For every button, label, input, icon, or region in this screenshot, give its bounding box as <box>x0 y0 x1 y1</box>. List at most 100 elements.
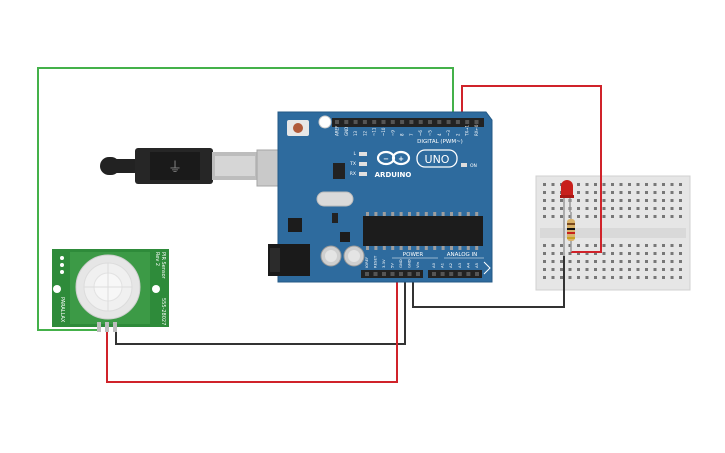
breadboard-hole[interactable] <box>577 215 580 218</box>
breadboard-hole[interactable] <box>577 199 580 202</box>
digital-pin[interactable] <box>353 120 358 124</box>
breadboard-hole[interactable] <box>568 276 572 279</box>
digital-pin[interactable] <box>428 120 432 124</box>
breadboard-hole[interactable] <box>551 207 555 210</box>
breadboard-hole[interactable] <box>628 252 631 255</box>
breadboard-hole[interactable] <box>543 268 546 271</box>
breadboard-hole[interactable] <box>670 207 674 210</box>
breadboard-hole[interactable] <box>645 215 648 218</box>
breadboard-hole[interactable] <box>543 276 546 279</box>
breadboard-hole[interactable] <box>653 260 657 263</box>
analog-pin[interactable] <box>466 272 471 276</box>
power-pin[interactable] <box>373 272 378 276</box>
breadboard-hole[interactable] <box>645 268 648 271</box>
breadboard-hole[interactable] <box>577 276 580 279</box>
breadboard-hole[interactable] <box>585 207 589 210</box>
breadboard-hole[interactable] <box>560 252 563 255</box>
breadboard-hole[interactable] <box>636 260 640 263</box>
breadboard-hole[interactable] <box>611 244 614 247</box>
breadboard-hole[interactable] <box>619 276 623 279</box>
power-pin[interactable] <box>399 272 403 276</box>
breadboard-hole[interactable] <box>636 183 640 186</box>
breadboard-hole[interactable] <box>551 268 555 271</box>
breadboard-hole[interactable] <box>602 244 606 247</box>
breadboard-hole[interactable] <box>679 183 682 186</box>
breadboard-hole[interactable] <box>585 199 589 202</box>
breadboard-hole[interactable] <box>628 260 631 263</box>
breadboard-hole[interactable] <box>619 260 623 263</box>
breadboard-hole[interactable] <box>628 215 631 218</box>
breadboard-hole[interactable] <box>662 191 665 194</box>
breadboard-hole[interactable] <box>679 244 682 247</box>
breadboard-hole[interactable] <box>543 183 546 186</box>
breadboard-hole[interactable] <box>602 276 606 279</box>
breadboard-hole[interactable] <box>679 268 682 271</box>
breadboard-hole[interactable] <box>551 183 555 186</box>
breadboard-hole[interactable] <box>628 276 631 279</box>
breadboard-hole[interactable] <box>543 191 546 194</box>
breadboard-hole[interactable] <box>619 207 623 210</box>
breadboard-hole[interactable] <box>636 244 640 247</box>
breadboard-hole[interactable] <box>551 252 555 255</box>
breadboard-hole[interactable] <box>611 199 614 202</box>
breadboard-hole[interactable] <box>577 260 580 263</box>
breadboard-hole[interactable] <box>662 260 665 263</box>
digital-pin[interactable] <box>437 120 442 124</box>
digital-pin[interactable] <box>474 120 479 124</box>
digital-pin[interactable] <box>418 120 423 124</box>
breadboard-hole[interactable] <box>628 268 631 271</box>
breadboard-hole[interactable] <box>568 260 572 263</box>
wire-black-pir-gnd[interactable] <box>115 272 406 345</box>
breadboard-hole[interactable] <box>577 252 580 255</box>
breadboard-hole[interactable] <box>653 276 657 279</box>
breadboard-hole[interactable] <box>611 183 614 186</box>
breadboard-hole[interactable] <box>602 207 606 210</box>
wire-red-led[interactable] <box>461 85 602 253</box>
breadboard-hole[interactable] <box>594 268 597 271</box>
wire-green-signal[interactable] <box>37 67 454 331</box>
breadboard-hole[interactable] <box>662 207 665 210</box>
breadboard-hole[interactable] <box>619 244 623 247</box>
breadboard-hole[interactable] <box>585 268 589 271</box>
breadboard-hole[interactable] <box>577 268 580 271</box>
breadboard-hole[interactable] <box>645 244 648 247</box>
breadboard-hole[interactable] <box>602 260 606 263</box>
breadboard-hole[interactable] <box>670 260 674 263</box>
breadboard-hole[interactable] <box>560 244 563 247</box>
breadboard-hole[interactable] <box>662 199 665 202</box>
breadboard-hole[interactable] <box>602 215 606 218</box>
breadboard-hole[interactable] <box>679 252 682 255</box>
resistor[interactable] <box>567 212 575 252</box>
breadboard-hole[interactable] <box>628 191 631 194</box>
breadboard-hole[interactable] <box>543 215 546 218</box>
breadboard-hole[interactable] <box>577 207 580 210</box>
breadboard-hole[interactable] <box>585 252 589 255</box>
breadboard-hole[interactable] <box>636 215 640 218</box>
breadboard-hole[interactable] <box>679 207 682 210</box>
breadboard-hole[interactable] <box>602 199 606 202</box>
red-led[interactable] <box>560 180 574 256</box>
analog-pin[interactable] <box>440 272 445 276</box>
digital-pin[interactable] <box>372 120 377 124</box>
breadboard-hole[interactable] <box>585 215 589 218</box>
power-pin[interactable] <box>365 272 369 276</box>
breadboard-hole[interactable] <box>619 252 623 255</box>
breadboard-hole[interactable] <box>619 191 623 194</box>
breadboard-hole[interactable] <box>628 207 631 210</box>
breadboard-hole[interactable] <box>679 215 682 218</box>
digital-pin[interactable] <box>362 120 367 124</box>
breadboard-hole[interactable] <box>594 260 597 263</box>
breadboard-hole[interactable] <box>594 207 597 210</box>
breadboard-hole[interactable] <box>568 244 572 247</box>
power-pin[interactable] <box>407 272 412 276</box>
breadboard-hole[interactable] <box>670 268 674 271</box>
breadboard-hole[interactable] <box>594 244 597 247</box>
digital-header[interactable] <box>332 118 484 127</box>
breadboard-hole[interactable] <box>670 244 674 247</box>
breadboard-hole[interactable] <box>670 183 674 186</box>
breadboard-hole[interactable] <box>577 183 580 186</box>
breadboard-hole[interactable] <box>662 268 665 271</box>
breadboard-hole[interactable] <box>653 199 657 202</box>
digital-pin[interactable] <box>465 120 470 124</box>
